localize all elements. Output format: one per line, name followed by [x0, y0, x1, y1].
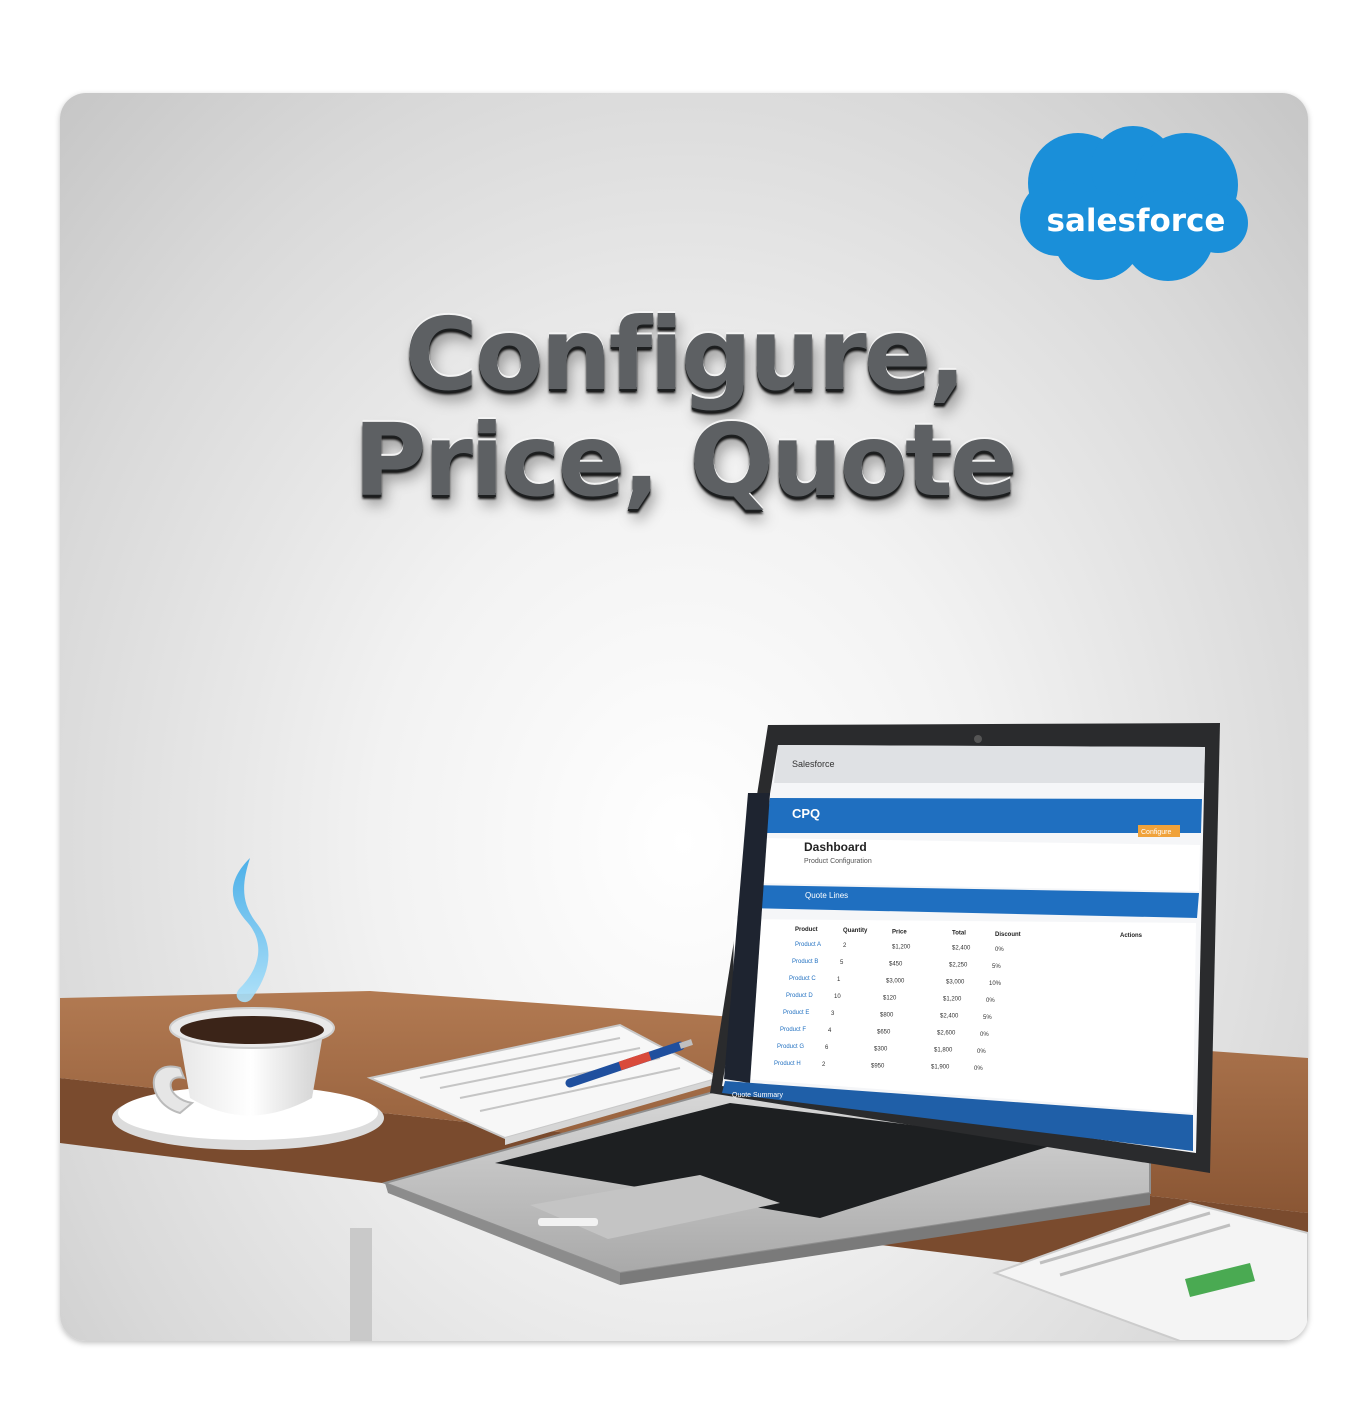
- table-header-5: Actions: [1120, 933, 1143, 939]
- table-cell: $300: [874, 1046, 888, 1052]
- headline-line-1: Configure,: [404, 296, 967, 413]
- table-cell: $2,600: [937, 1031, 956, 1037]
- table-cell: 0%: [980, 1032, 989, 1038]
- table-header-2: Price: [892, 929, 907, 935]
- table-cell: $950: [871, 1063, 885, 1069]
- table-header-4: Discount: [995, 932, 1021, 938]
- table-cell: Product E: [783, 1010, 809, 1016]
- section-header: [746, 885, 1199, 918]
- desk-scene: Salesforce CPQ Dashboard Product Configu…: [60, 723, 1308, 1341]
- record-title: Dashboard: [804, 840, 867, 854]
- footer-bar: [722, 1081, 1193, 1151]
- pen: [565, 1039, 693, 1088]
- record-subtitle: Product Configuration: [804, 858, 872, 865]
- table-cell: 0%: [974, 1066, 983, 1072]
- table-cell: Product C: [789, 976, 816, 982]
- table-cell: Product G: [777, 1044, 804, 1050]
- table-cell: 4: [828, 1028, 832, 1034]
- table-cell: 0%: [977, 1049, 986, 1055]
- sidebar: [724, 793, 770, 1083]
- table-header-3: Total: [952, 931, 966, 937]
- table-header-1: Quantity: [843, 928, 868, 934]
- table-cell: Product A: [795, 942, 821, 948]
- banner-title: CPQ: [792, 806, 820, 821]
- section-title: Quote Lines: [805, 891, 848, 900]
- svg-text:Configure: Configure: [1141, 829, 1171, 836]
- table-cell: $3,000: [886, 978, 905, 984]
- table-cell: $650: [877, 1029, 891, 1035]
- table-cell: 10%: [989, 981, 1002, 987]
- table-cell: 0%: [995, 947, 1004, 953]
- table-cell: 5%: [983, 1015, 992, 1021]
- keyboard: [495, 1103, 1060, 1218]
- steam-icon: [232, 858, 269, 1003]
- table-cell: $1,200: [892, 944, 911, 950]
- table-text: Product Quantity Price Total Discount Actions…: [774, 927, 1143, 1072]
- table-cell: 3: [831, 1011, 835, 1017]
- table-cell: 5%: [992, 964, 1001, 970]
- table-cell: $800: [880, 1012, 894, 1018]
- table-cell: Product H: [774, 1061, 801, 1067]
- poster-card: Configure, Price, Quote salesforce: [60, 93, 1308, 1341]
- table-cell: 5: [840, 960, 844, 966]
- table-cell: 2: [843, 943, 847, 949]
- table-cell: 2: [822, 1062, 826, 1068]
- table-cell: 1: [837, 977, 841, 983]
- table-header-0: Product: [795, 927, 818, 933]
- footer-text: Quote Summary: [732, 1092, 783, 1099]
- table-cell: 0%: [986, 998, 995, 1004]
- table-cell: $1,900: [931, 1065, 950, 1071]
- headline-line-2: Price, Quote: [353, 402, 1017, 519]
- table-cell: $450: [889, 961, 903, 967]
- table-cell: Product F: [780, 1027, 806, 1033]
- browser-tab: Salesforce: [792, 759, 835, 769]
- price-document: [992, 1201, 1308, 1341]
- table-cell: 6: [825, 1045, 829, 1051]
- data-table: [732, 919, 1196, 1113]
- salesforce-logo: salesforce: [1020, 126, 1248, 281]
- table-cell: $120: [883, 995, 897, 1001]
- table-cell: $3,000: [946, 980, 965, 986]
- table-cell: Product B: [792, 959, 818, 965]
- cpq-banner: [765, 798, 1202, 833]
- table-cell: $2,250: [949, 963, 968, 969]
- table-cell: $1,800: [934, 1048, 953, 1054]
- logo-wordmark: salesforce: [1047, 203, 1226, 239]
- table-cell: $2,400: [952, 946, 971, 952]
- coffee-cup: [112, 1007, 384, 1150]
- accept-button: [1185, 1263, 1255, 1297]
- laptop: Salesforce CPQ Dashboard Product Configu…: [381, 723, 1220, 1285]
- desk-leg: [350, 1228, 372, 1341]
- table-cell: 10: [834, 994, 841, 1000]
- configure-button: [1138, 825, 1180, 837]
- table-cell: $2,400: [940, 1014, 959, 1020]
- table-cell: Product D: [786, 993, 813, 999]
- table-cell: $1,200: [943, 997, 962, 1003]
